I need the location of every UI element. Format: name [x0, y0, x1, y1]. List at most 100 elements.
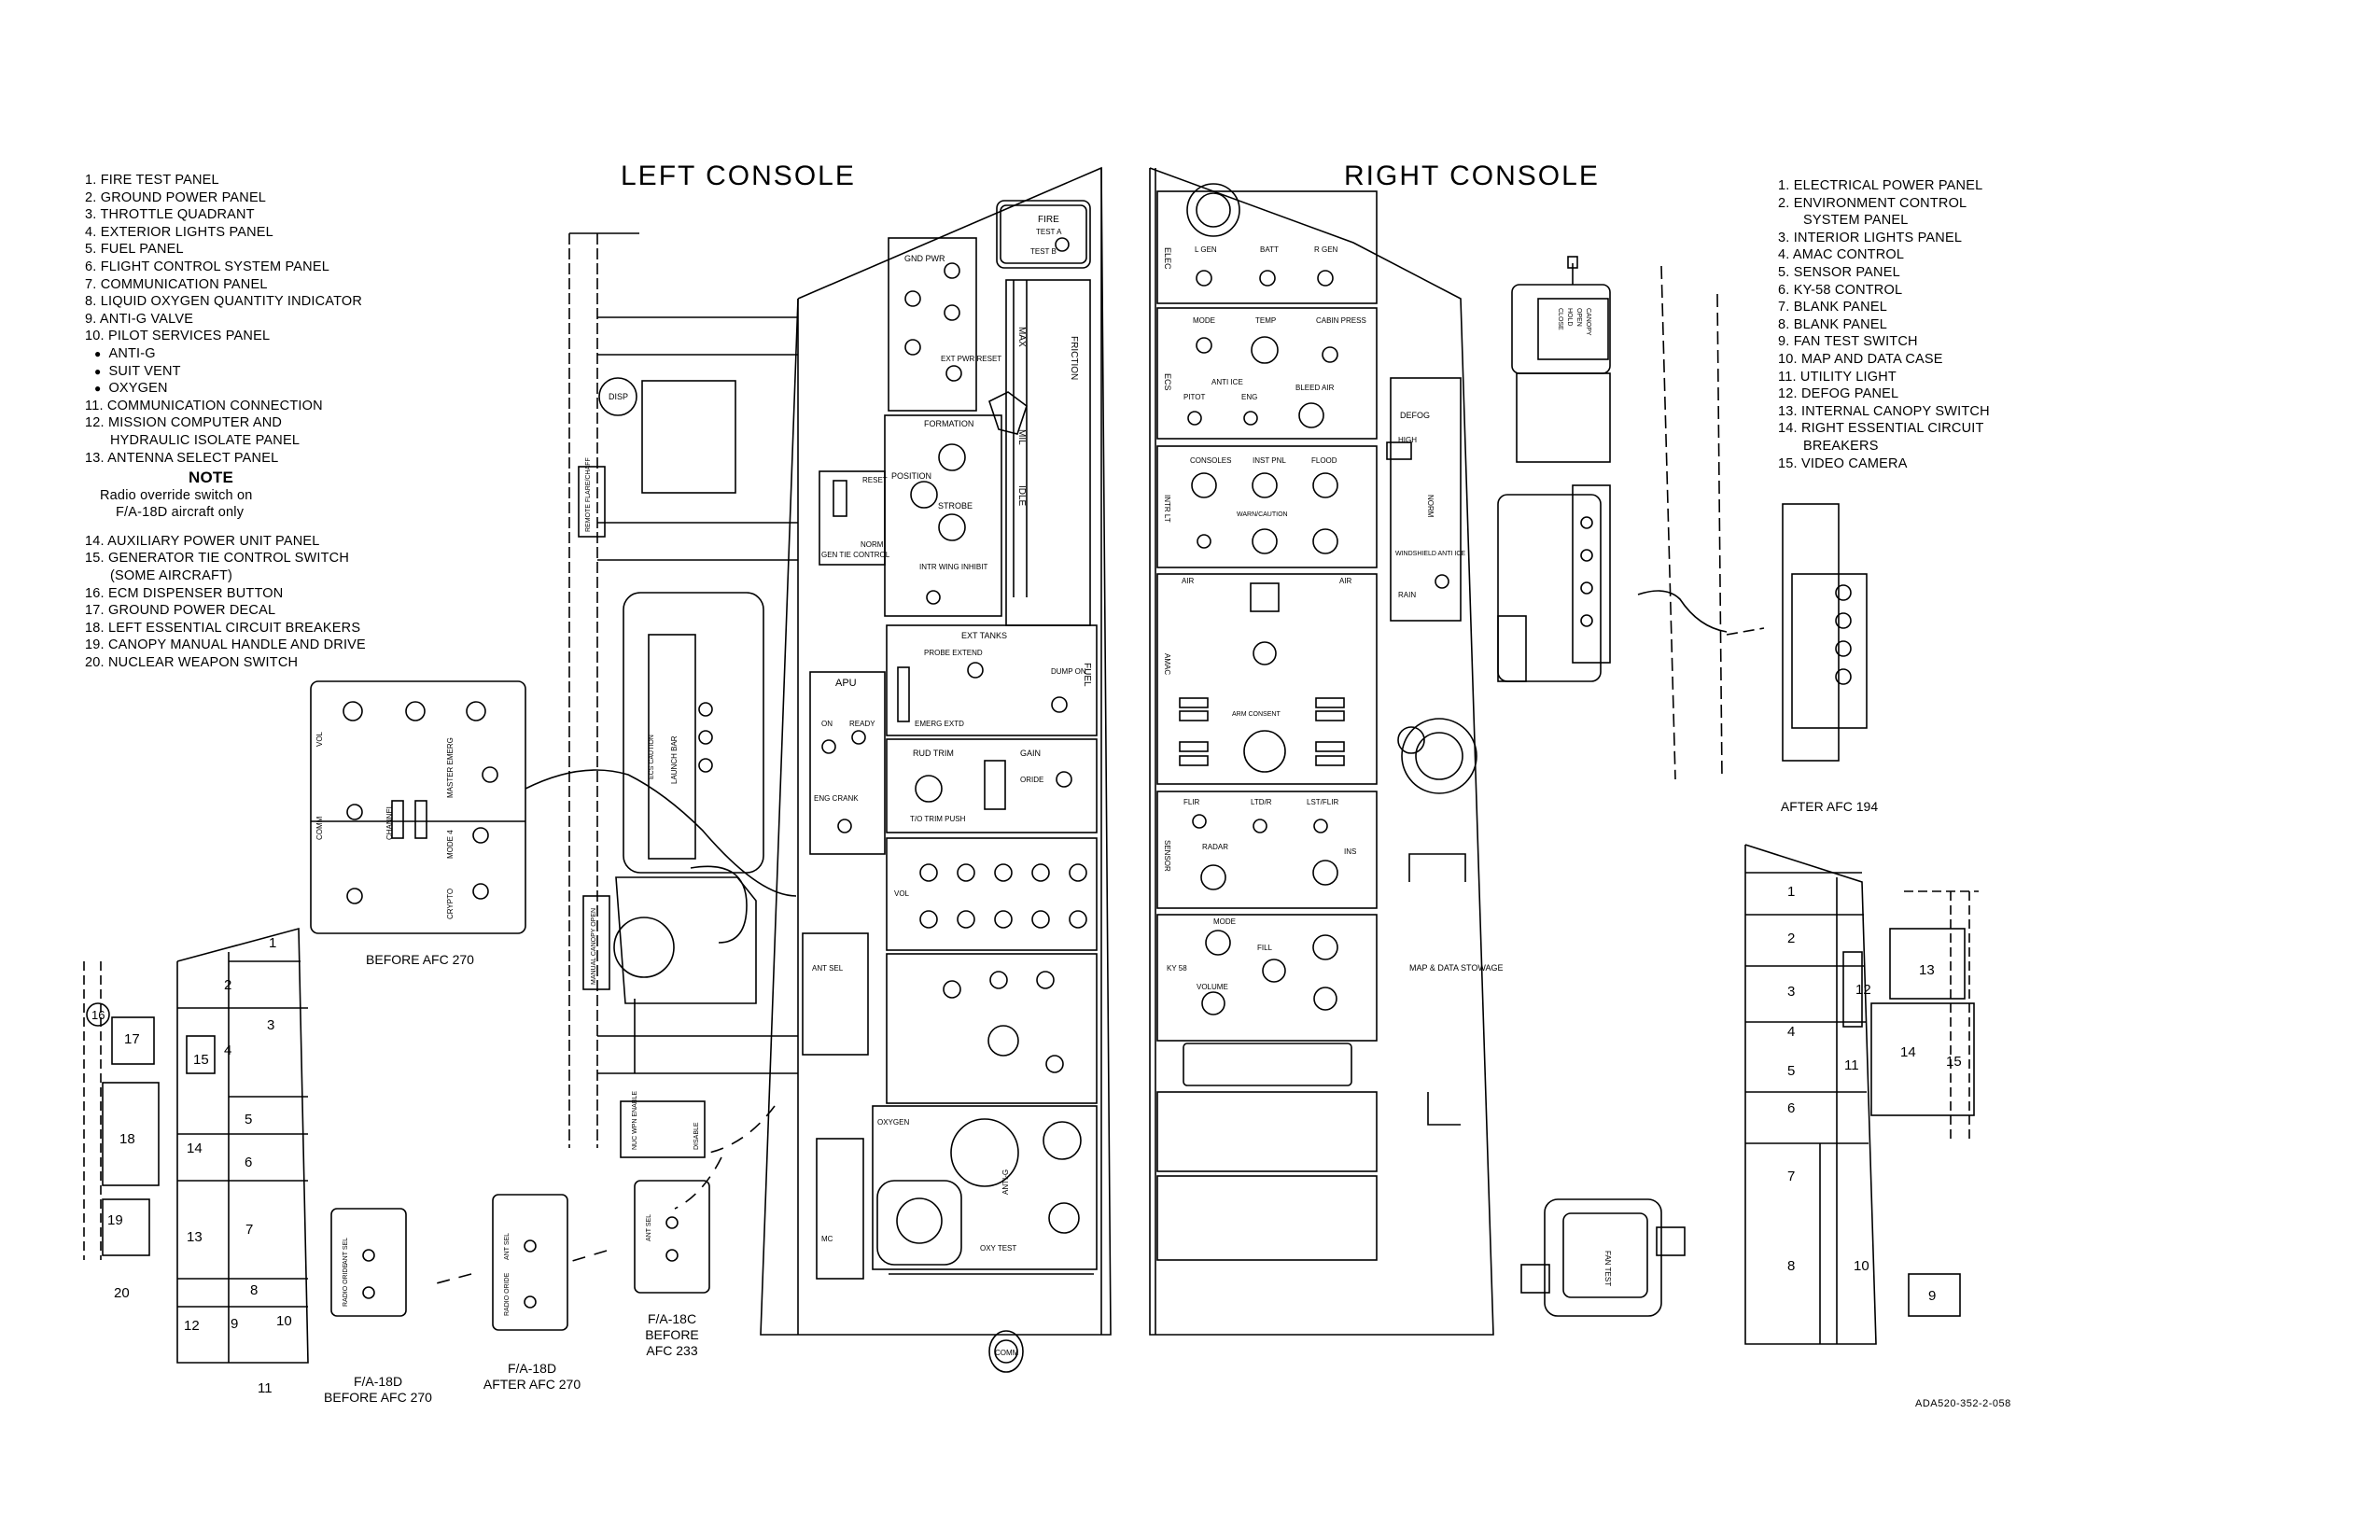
- master-emerg-label: MASTER EMERG: [446, 737, 455, 798]
- callout-1: 1: [1787, 884, 1795, 900]
- warn-caution-label: WARN/CAUTION: [1237, 511, 1288, 518]
- canopy-label: CANOPY: [1585, 308, 1591, 336]
- callout-14: 14: [1900, 1044, 1916, 1060]
- legend-item: 8. LIQUID OXYGEN QUANTITY INDICATOR: [85, 294, 363, 310]
- ecs-caution-label: ECS CAUTION: [649, 735, 655, 779]
- callout-1: 1: [269, 935, 276, 951]
- legend-item: 19. CANOPY MANUAL HANDLE AND DRIVE: [85, 637, 366, 653]
- gen-tie-label: GEN TIE CONTROL: [821, 551, 890, 559]
- r-gen-label: R GEN: [1314, 245, 1338, 254]
- manual-canopy-label: MANUAL CANOPY OPEN: [591, 908, 597, 985]
- callout-11: 11: [1844, 1057, 1859, 1073]
- amac-label: AMAC: [1163, 653, 1171, 675]
- legend-item: 11. COMMUNICATION CONNECTION: [85, 398, 323, 413]
- caption-before-afc-270: BEFORE AFC 270: [355, 952, 485, 968]
- comm-panel-before-afc-270: VOL COMM MASTER EMERG MODE 4 CRYPTO CHAN…: [310, 680, 526, 934]
- comm-connector-label: COMM: [995, 1349, 1019, 1357]
- callout-6: 6: [245, 1155, 252, 1170]
- throttle-quadrant: MAX MIL IDLE FRICTION: [988, 279, 1091, 626]
- note-heading: NOTE: [188, 469, 234, 487]
- callout-10: 10: [276, 1313, 292, 1329]
- intr-wing-label: INTR WING INHIBIT: [919, 563, 987, 571]
- volume-label: VOLUME: [1197, 983, 1228, 991]
- to-trim-label: T/O TRIM PUSH: [910, 815, 966, 823]
- vol-label: VOL: [894, 889, 910, 898]
- high-label: HIGH: [1398, 436, 1417, 444]
- callout-2: 2: [224, 977, 231, 993]
- friction-label: FRICTION: [1069, 336, 1079, 380]
- callout-12: 12: [1855, 982, 1871, 998]
- fan-test-switch: FAN TEST: [1520, 1198, 1686, 1317]
- air-right-label: AIR: [1339, 577, 1352, 585]
- legend-item: 3. INTERIOR LIGHTS PANEL: [1778, 230, 1963, 245]
- lox-quantity-gauge: [950, 1118, 1019, 1187]
- legend-item: 9. ANTI-G VALVE: [85, 311, 194, 327]
- intr-lt-label: INTR LT: [1163, 495, 1171, 523]
- sensor-label: SENSOR: [1163, 840, 1171, 872]
- crypto-label: CRYPTO: [446, 889, 455, 919]
- map-data-stowage: MAP & DATA STOWAGE: [1408, 853, 1504, 1126]
- defog-norm-label: NORM: [1426, 495, 1435, 518]
- callout-7: 7: [245, 1222, 253, 1238]
- consoles-label: CONSOLES: [1190, 456, 1231, 465]
- legend-item: 7. BLANK PANEL: [1778, 300, 1887, 315]
- legend-item: 14. AUXILIARY POWER UNIT PANEL: [85, 533, 320, 549]
- callout-10: 10: [1854, 1258, 1869, 1274]
- legend-item: 7. COMMUNICATION PANEL: [85, 276, 268, 292]
- callout-3: 3: [267, 1017, 274, 1033]
- legend-item: 17. GROUND POWER DECAL: [85, 603, 276, 619]
- caption-after-afc-194: AFTER AFC 194: [1764, 799, 1895, 815]
- mode-label: MODE: [1193, 316, 1215, 325]
- sensor-panel: SENSOR FLIR LTD/R LST/FLIR RADAR INS: [1156, 791, 1378, 909]
- legend-bullet-item: OXYGEN: [85, 380, 366, 398]
- ant-sel-panel-fa18c: ANT SEL: [634, 1180, 710, 1294]
- legend-item: 6. KY-58 CONTROL: [1778, 282, 1903, 298]
- exterior-lights-panel: FORMATION POSITION STROBE INTR WING INHI…: [884, 414, 1002, 617]
- radar-label: RADAR: [1202, 843, 1228, 851]
- l-gen-label: L GEN: [1195, 245, 1217, 254]
- callout-4: 4: [1787, 1024, 1795, 1040]
- ground-power-decal: [641, 380, 736, 494]
- legend-item: 9. FAN TEST SWITCH: [1778, 334, 1918, 350]
- apu-panel: APU ON READY ENG CRANK: [809, 671, 886, 855]
- norm-label: NORM: [861, 540, 884, 549]
- left-console-legend: 1. FIRE TEST PANEL 2. GROUND POWER PANEL…: [85, 172, 366, 672]
- caption-line: AFC 233: [646, 1343, 698, 1358]
- legend-item: 5. FUEL PANEL: [85, 242, 184, 258]
- ant-sel-label: ANT SEL: [646, 1214, 652, 1241]
- comm-label: COMM: [315, 816, 324, 840]
- disp-label: DISP: [609, 392, 628, 401]
- radio-oride-label: RADIO ORIDE: [343, 1263, 349, 1307]
- anti-ice-label: ANTI ICE: [1211, 378, 1243, 386]
- gen-tie-panel: RESET NORM GEN TIE CONTROL: [819, 470, 890, 566]
- legend-item: 18. LEFT ESSENTIAL CIRCUIT BREAKERS: [85, 620, 361, 636]
- apu-on-label: ON: [821, 720, 833, 728]
- electrical-power-panel: ELEC L GEN BATT R GEN: [1156, 183, 1378, 304]
- vol-label: VOL: [315, 731, 324, 747]
- callout-12: 12: [184, 1318, 200, 1334]
- close-label: CLOSE: [1557, 308, 1563, 330]
- legend-bullet-item: SUIT VENT: [85, 363, 366, 381]
- map-data-label: MAP & DATA STOWAGE: [1409, 963, 1504, 973]
- legend-item: 6. FLIGHT CONTROL SYSTEM PANEL: [85, 259, 329, 274]
- callout-6: 6: [1787, 1100, 1795, 1116]
- oride-label: ORIDE: [1020, 776, 1043, 784]
- leader-lines-left: [428, 769, 797, 1286]
- legend-item: 8. BLANK PANEL: [1778, 316, 1887, 332]
- caption-fa18c: F/A-18C BEFORE AFC 233: [616, 1311, 728, 1359]
- position-label: POSITION: [891, 471, 931, 481]
- legend-item: 13. INTERNAL CANOPY SWITCH: [1778, 403, 1990, 419]
- legend-item-continuation: (SOME AIRCRAFT): [110, 568, 233, 584]
- temp-label: TEMP: [1255, 316, 1276, 325]
- comm-lower-panel: ANT SEL: [802, 932, 1098, 1104]
- right-console-legend: 1. ELECTRICAL POWER PANEL 2. ENVIRONMENT…: [1778, 177, 1990, 472]
- nuc-wpn-label: NUC WPN ENABLE: [632, 1091, 638, 1150]
- communication-panel: VOL: [886, 837, 1098, 951]
- legend-item: 1. FIRE TEST PANEL: [85, 173, 219, 188]
- bleed-air-label: BLEED AIR: [1295, 384, 1335, 392]
- gnd-pwr-label: GND PWR: [904, 254, 945, 263]
- arm-consent-label: ARM CONSENT: [1232, 711, 1281, 718]
- fuel-label: FUEL: [1082, 663, 1092, 687]
- note-text-line: Radio override switch on: [100, 487, 253, 503]
- flight-control-panel: RUD TRIM T/O TRIM PUSH GAIN ORIDE: [886, 738, 1098, 833]
